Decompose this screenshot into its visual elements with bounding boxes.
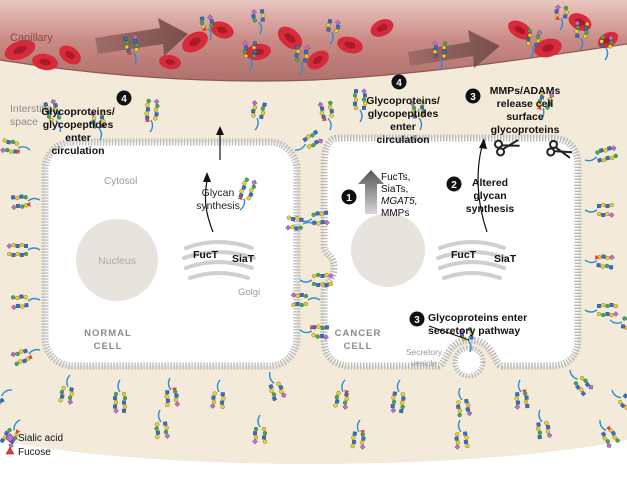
- step-3b-badge-icon: 3: [410, 312, 425, 327]
- svg-text:SiaTs,: SiaTs,: [381, 184, 408, 195]
- fuct-label-cancer: FucT: [451, 249, 477, 261]
- legend-sialic-acid-label: Sialic acid: [18, 433, 63, 444]
- siat-label-normal: SiaT: [232, 253, 255, 265]
- svg-text:MMPs/ADAMs: MMPs/ADAMs: [490, 85, 561, 97]
- step-4b-number: 4: [396, 78, 402, 89]
- step-1-badge-icon: 1: [342, 190, 357, 205]
- glycan-synthesis-label-line1: Glycan: [202, 187, 235, 199]
- glycan-synthesis-label-line2: synthesis: [196, 200, 240, 212]
- step-4b-badge-icon: 4: [392, 75, 407, 90]
- svg-text:enter: enter: [390, 121, 416, 133]
- svg-text:secretory pathway: secretory pathway: [428, 325, 520, 337]
- svg-text:release cell: release cell: [497, 98, 554, 110]
- secretory-vesicle: [455, 348, 483, 376]
- fuct-label-normal: FucT: [193, 249, 219, 261]
- svg-text:surface: surface: [506, 111, 544, 123]
- step-2-badge-icon: 2: [447, 177, 462, 192]
- svg-text:enter: enter: [65, 132, 91, 144]
- step-3a-number: 3: [470, 92, 476, 103]
- siat-label-cancer: SiaT: [494, 253, 517, 265]
- svg-text:circulation: circulation: [51, 145, 104, 157]
- step-3b-text: Glycoproteins enter secretory pathway: [428, 312, 527, 337]
- cytosol-label: Cytosol: [104, 176, 137, 187]
- step-3b-number: 3: [414, 315, 420, 326]
- svg-text:glycoproteins: glycoproteins: [491, 124, 560, 136]
- svg-text:Glycoproteins/: Glycoproteins/: [41, 106, 115, 118]
- normal-cell-label-line1: NORMAL: [84, 328, 132, 339]
- svg-text:MGAT5,: MGAT5,: [381, 196, 417, 207]
- step-2-number: 2: [451, 180, 457, 191]
- svg-text:synthesis: synthesis: [466, 203, 515, 215]
- nucleus-cancer: [351, 213, 425, 287]
- capillary-label: Capillary: [10, 32, 53, 44]
- step-4a-number: 4: [121, 94, 127, 105]
- legend-fucose-label: Fucose: [18, 447, 51, 458]
- svg-text:circulation: circulation: [376, 134, 429, 146]
- svg-text:FucTs,: FucTs,: [381, 172, 410, 183]
- cancer-cell-label-line2: CELL: [344, 341, 373, 352]
- step-3a-badge-icon: 3: [466, 89, 481, 104]
- svg-text:Glycoproteins/: Glycoproteins/: [366, 95, 440, 107]
- secretory-label-line1: Secretory: [406, 347, 443, 357]
- svg-text:Altered: Altered: [472, 177, 508, 189]
- svg-text:Glycoproteins enter: Glycoproteins enter: [428, 312, 527, 324]
- step-1-number: 1: [346, 193, 352, 204]
- svg-text:glycan: glycan: [473, 190, 506, 202]
- normal-cell-label-line2: CELL: [94, 341, 123, 352]
- cancer-cell-label-line1: CANCER: [335, 328, 382, 339]
- step-4a-badge-icon: 4: [117, 91, 132, 106]
- svg-text:glycopeptides: glycopeptides: [43, 119, 114, 131]
- svg-text:MMPs: MMPs: [381, 208, 409, 219]
- svg-text:glycopeptides: glycopeptides: [368, 108, 439, 120]
- nucleus-label: Nucleus: [98, 255, 136, 267]
- secretory-label-line2: vesicle: [411, 358, 437, 368]
- golgi-label: Golgi: [238, 287, 260, 298]
- interstitial-label-line2: space: [10, 116, 38, 128]
